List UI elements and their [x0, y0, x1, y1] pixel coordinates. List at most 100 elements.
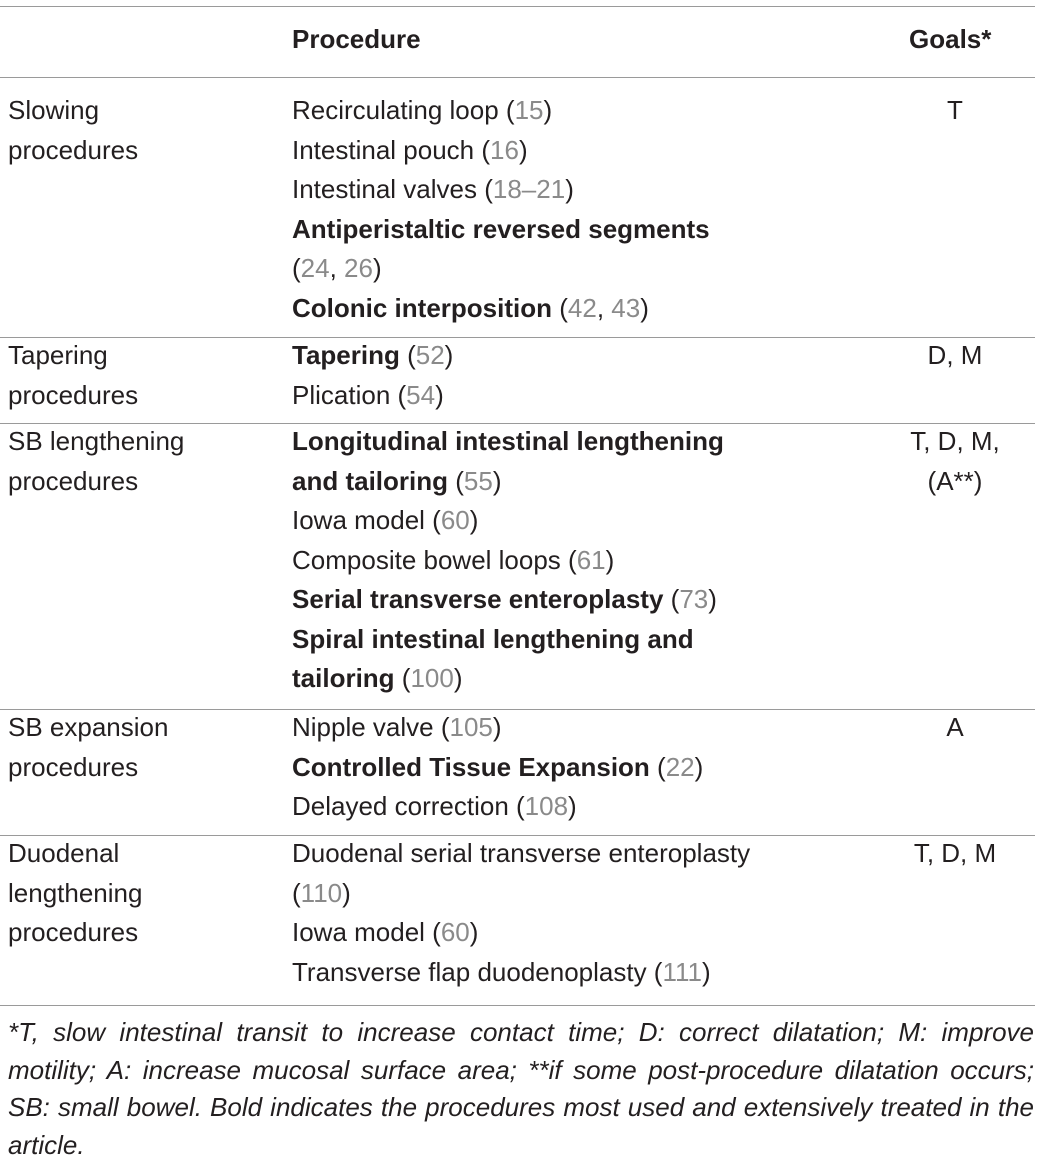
procedure-item: (24, 26) [292, 249, 792, 289]
procedure-text: Iowa model ( [292, 917, 441, 947]
reference-number: 61 [576, 544, 606, 575]
goals-cell: T, D, M [913, 838, 997, 868]
procedure-text: ) [372, 253, 382, 283]
procedure-text: ) [444, 340, 454, 370]
procedure-item: Recirculating loop (15) [292, 91, 792, 131]
procedure-list: Recirculating loop (15)Intestinal pouch … [292, 91, 792, 328]
procedure-item: Longitudinal intestinal lengthening [292, 422, 792, 462]
procedure-text: Delayed correction ( [292, 791, 525, 821]
reference-number: 52 [415, 340, 445, 370]
reference-number: 15 [514, 95, 544, 125]
category-line: Duodenal [8, 838, 120, 868]
category-label: SB lengthening procedures [8, 422, 258, 501]
category-line: procedures [8, 917, 139, 947]
procedure-list: Tapering (52)Plication (54) [292, 336, 792, 415]
reference-number: 73 [679, 584, 709, 614]
category-line: SB lengthening [8, 426, 185, 456]
procedure-text: ( [649, 751, 666, 782]
procedure-text: Controlled Tissue Expansion [292, 751, 650, 782]
reference-number: 54 [406, 379, 436, 410]
procedure-text: Antiperistaltic reversed segments [292, 213, 710, 244]
procedure-text: Duodenal serial transverse enteroplasty [292, 838, 751, 868]
procedure-text: , [329, 253, 345, 283]
procedure-item: Tapering (52) [292, 336, 792, 376]
procedure-text: ) [543, 95, 553, 125]
category-line: Slowing [8, 95, 100, 125]
reference-number: 42 [567, 292, 597, 323]
header-rule [0, 77, 1035, 78]
procedure-item: Transverse flap duodenoplasty (111) [292, 953, 792, 993]
reference-number: 111 [662, 956, 702, 987]
header-goals: Goals* [909, 24, 992, 54]
top-rule [0, 6, 1035, 7]
procedure-text: Iowa model ( [292, 505, 441, 535]
procedure-list: Nipple valve (105)Controlled Tissue Expa… [292, 708, 792, 827]
procedure-item: Plication (54) [292, 376, 792, 416]
procedure-item: Delayed correction (108) [292, 787, 792, 827]
row-rule [0, 709, 1035, 710]
procedure-item: Spiral intestinal lengthening and [292, 620, 792, 660]
procedure-text: , [596, 292, 612, 323]
procedure-text: ) [342, 877, 351, 908]
procedure-text: ( [292, 877, 301, 908]
procedure-item: Nipple valve (105) [292, 708, 792, 748]
category-line: procedures [8, 379, 139, 410]
reference-number: 110 [300, 877, 343, 908]
row-rule [0, 835, 1035, 836]
reference-number: 55 [463, 465, 493, 496]
procedure-text: ( [663, 584, 680, 614]
procedure-text: Transverse flap duodenoplasty ( [292, 956, 663, 987]
procedure-text: ) [492, 465, 502, 496]
procedure-text: ) [702, 956, 711, 987]
procedure-text: ( [292, 253, 301, 283]
procedure-text: Plication ( [292, 379, 407, 410]
bottom-rule [0, 1005, 1035, 1006]
procedure-item: Antiperistaltic reversed segments [292, 210, 792, 250]
procedure-text: ) [640, 292, 649, 323]
category-label: Slowing procedures [8, 91, 258, 170]
procedure-text: ) [469, 917, 479, 947]
reference-number: 108 [524, 791, 569, 821]
procedure-item: Duodenal serial transverse enteroplasty [292, 834, 792, 874]
procedure-text: Tapering [292, 340, 400, 370]
procedure-text: ) [565, 174, 574, 204]
procedure-item: Colonic interposition (42, 43) [292, 289, 792, 329]
reference-number: 26 [344, 253, 373, 283]
reference-number: 60 [440, 505, 470, 535]
header-procedure: Procedure [292, 24, 421, 54]
reference-number: 100 [410, 663, 454, 693]
category-line: lengthening [8, 877, 143, 908]
procedure-text: ( [399, 340, 416, 370]
reference-number: 18–21 [492, 174, 566, 204]
procedure-item: (110) [292, 874, 792, 914]
table-footnote: *T, slow intestinal transit to increase … [8, 1017, 1034, 1160]
procedure-text: ( [552, 292, 568, 323]
reference-number: 105 [449, 712, 493, 742]
goals-cell: A [946, 712, 964, 742]
category-line: SB expansion [8, 712, 169, 742]
procedure-text: Recirculating loop ( [292, 95, 515, 125]
reference-number: 60 [440, 917, 470, 947]
procedure-item: and tailoring (55) [292, 462, 792, 502]
procedure-text: tailoring [292, 663, 395, 693]
category-line: procedures [8, 465, 139, 496]
procedure-item: Intestinal pouch (16) [292, 131, 792, 171]
procedure-text: Intestinal pouch ( [292, 134, 491, 165]
procedure-text: ) [469, 505, 479, 535]
procedure-text: ) [708, 584, 717, 614]
procedure-item: Iowa model (60) [292, 913, 792, 953]
procedure-text: ) [453, 663, 463, 693]
procedure-item: tailoring (100) [292, 659, 792, 699]
procedure-item: Serial transverse enteroplasty (73) [292, 580, 792, 620]
procedure-text: ( [448, 465, 464, 496]
procedure-text: Intestinal valves ( [292, 174, 493, 204]
reference-number: 24 [300, 253, 330, 283]
reference-number: 16 [490, 134, 519, 165]
procedure-item: Iowa model (60) [292, 501, 792, 541]
row-rule [0, 337, 1035, 338]
procedure-text: ) [492, 712, 502, 742]
category-line: procedures [8, 134, 139, 165]
